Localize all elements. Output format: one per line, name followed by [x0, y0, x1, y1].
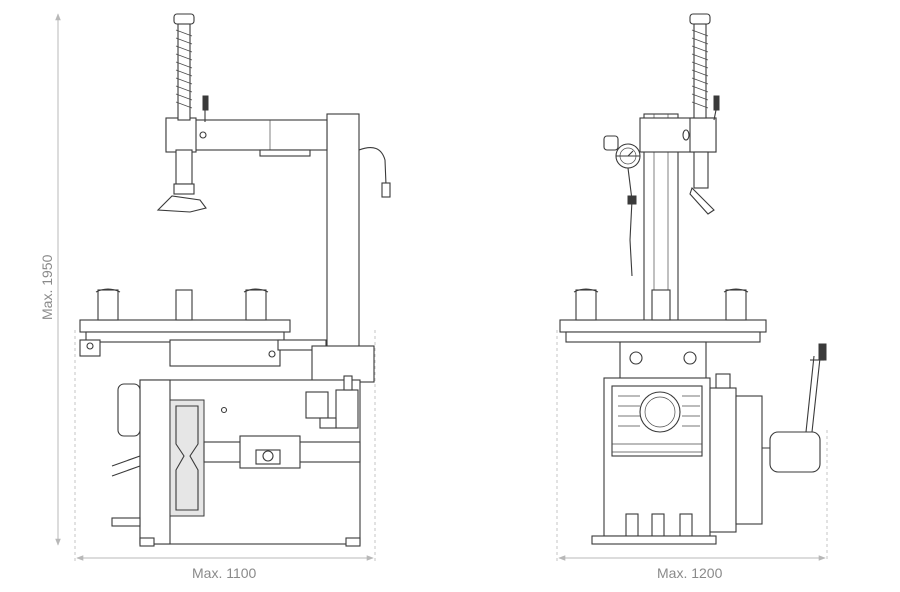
side-shaft-knob: [173, 13, 195, 25]
front-shaft-knob: [689, 13, 711, 25]
dimension-width-side: Max. 1100: [74, 330, 376, 581]
pedal-2: [651, 513, 665, 537]
pedal-3: [679, 513, 693, 537]
front-width-dimension-label: Max. 1200: [657, 565, 723, 581]
side-lever-handle: [202, 95, 209, 111]
pedal-1: [625, 513, 639, 537]
side-width-dimension-label: Max. 1100: [192, 565, 257, 581]
front-view-machine: [559, 13, 827, 545]
side-turntable: [79, 319, 291, 333]
bead-breaker-handle: [818, 343, 827, 361]
side-view-machine: [79, 13, 391, 547]
bead-breaker-shoe: [769, 431, 821, 473]
front-bead-breaker-housing: [709, 387, 737, 533]
dimension-height: Max. 1950: [39, 13, 61, 546]
height-dimension-label: Max. 1950: [39, 254, 55, 320]
side-column: [326, 113, 360, 351]
dimension-width-front: Max. 1200: [556, 330, 828, 581]
front-turntable: [559, 319, 767, 333]
